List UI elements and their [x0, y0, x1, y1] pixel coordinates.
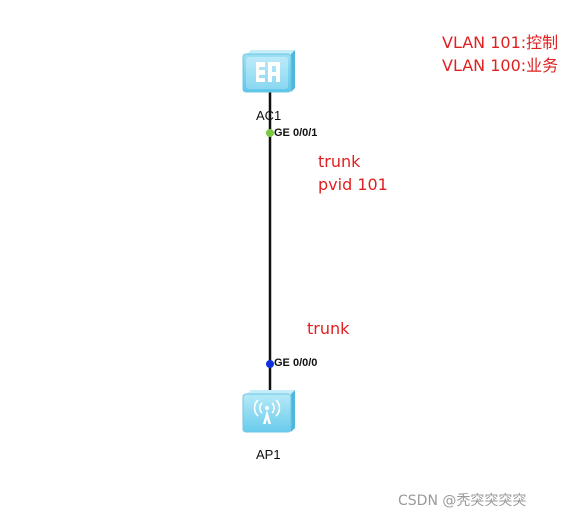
ap-side-mode-annotation: trunk [307, 319, 350, 338]
vlan-legend-service: VLAN 100:业务 [442, 56, 559, 75]
ap1-label: AP1 [256, 447, 281, 462]
vlan-legend-control: VLAN 101:控制 [442, 33, 559, 52]
watermark: CSDN @秃突突突突 [398, 493, 527, 509]
wireless-ap-icon [242, 390, 295, 433]
ac-side-mode-annotation: trunk [318, 152, 361, 171]
ac1-label: AC1 [256, 108, 282, 123]
ac-side-pvid-annotation: pvid 101 [318, 175, 388, 194]
ac1-port-label: GE 0/0/1 [274, 127, 318, 139]
ap1-port-label: GE 0/0/0 [274, 357, 318, 369]
ac1-device[interactable] [241, 48, 297, 94]
port-indicator-ac [266, 129, 274, 137]
switch-icon [242, 50, 295, 93]
port-indicator-ap [266, 360, 274, 368]
ap1-device[interactable] [241, 388, 297, 434]
